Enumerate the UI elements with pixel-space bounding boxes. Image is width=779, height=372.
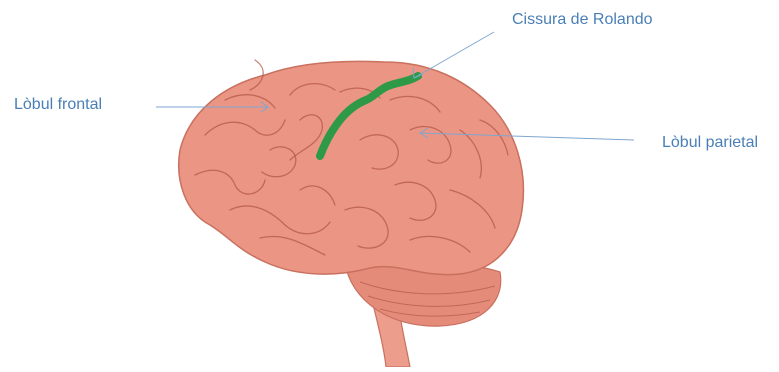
leader-line-rolando (414, 32, 494, 78)
label-frontal-lobe: Lòbul frontal (14, 96, 102, 114)
cerebrum (179, 61, 524, 274)
label-rolando-fissure: Cissura de Rolando (512, 11, 653, 29)
label-parietal-lobe: Lòbul parietal (662, 134, 758, 152)
